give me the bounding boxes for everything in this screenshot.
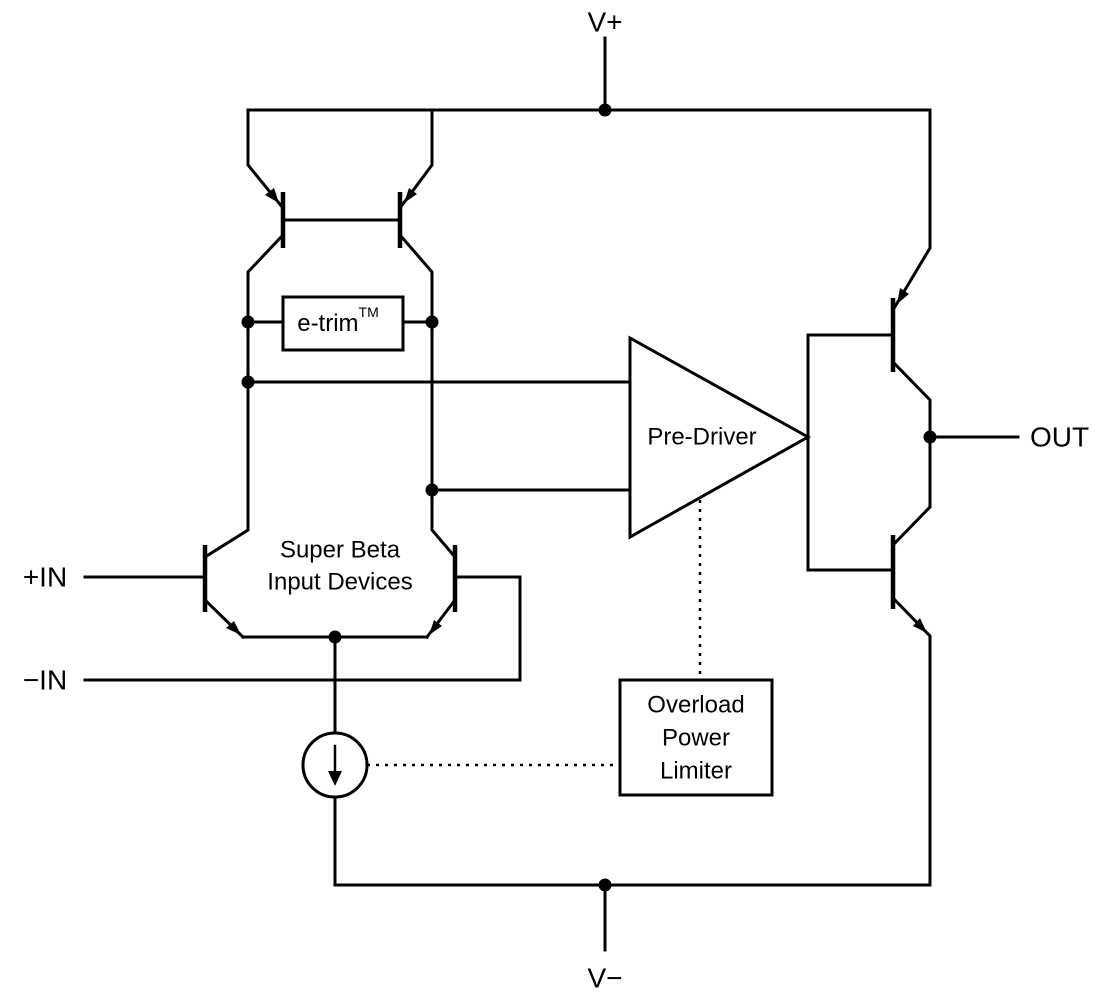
mirror-left-emitter-wire — [246, 108, 286, 211]
super-beta-label-line1: Super Beta — [280, 537, 401, 564]
junction-dot-vplus — [598, 103, 612, 117]
overload-limiter-box — [618, 678, 774, 797]
junction-dot-out — [923, 430, 937, 444]
mirror-right-emitter-arrow-icon — [404, 188, 417, 203]
output-bottom-emitter-wire — [890, 595, 932, 887]
mirror-left-emitter-arrow-icon — [265, 188, 279, 203]
in-minus-label: −IN — [23, 665, 67, 696]
junction-dot-emitter-tie — [328, 630, 342, 644]
output-top-collector-wire — [890, 359, 932, 439]
output-top-emitter-wire — [890, 108, 932, 313]
overload-limiter-label-line1: Overload — [647, 692, 744, 719]
junction-dot-etrim-right — [425, 315, 439, 329]
right-collector-branch-wire — [397, 232, 458, 560]
predriver-label: Pre-Driver — [647, 424, 756, 451]
junction-dot-predriver-top — [241, 375, 255, 389]
current-source-arrow-icon — [328, 771, 342, 786]
out-label: OUT — [1030, 422, 1089, 453]
output-top-emitter-arrow-icon — [897, 288, 909, 304]
junction-dot-vminus — [598, 878, 612, 892]
predriver-triangle — [628, 335, 812, 540]
vminus-label: V− — [587, 963, 622, 994]
input-right-emitter-arrow-icon — [429, 620, 442, 635]
etrim-label: e-trimTM — [297, 304, 379, 337]
overload-limiter-label-line3: Limiter — [660, 758, 732, 785]
output-bottom-emitter-arrow-icon — [913, 618, 927, 633]
overload-limiter-label-line2: Power — [662, 725, 730, 752]
vplus-label: V+ — [587, 7, 622, 38]
output-bottom-collector-wire — [890, 435, 932, 548]
in-plus-label: +IN — [23, 562, 67, 593]
junction-dot-predriver-bottom — [425, 483, 439, 497]
left-collector-branch-wire — [202, 232, 286, 560]
in-minus-lead-wire — [83, 575, 522, 682]
junction-dot-etrim-left — [241, 315, 255, 329]
super-beta-label-line2: Input Devices — [267, 569, 412, 596]
etrim-box — [281, 295, 405, 352]
input-left-emitter-arrow-icon — [226, 621, 241, 635]
